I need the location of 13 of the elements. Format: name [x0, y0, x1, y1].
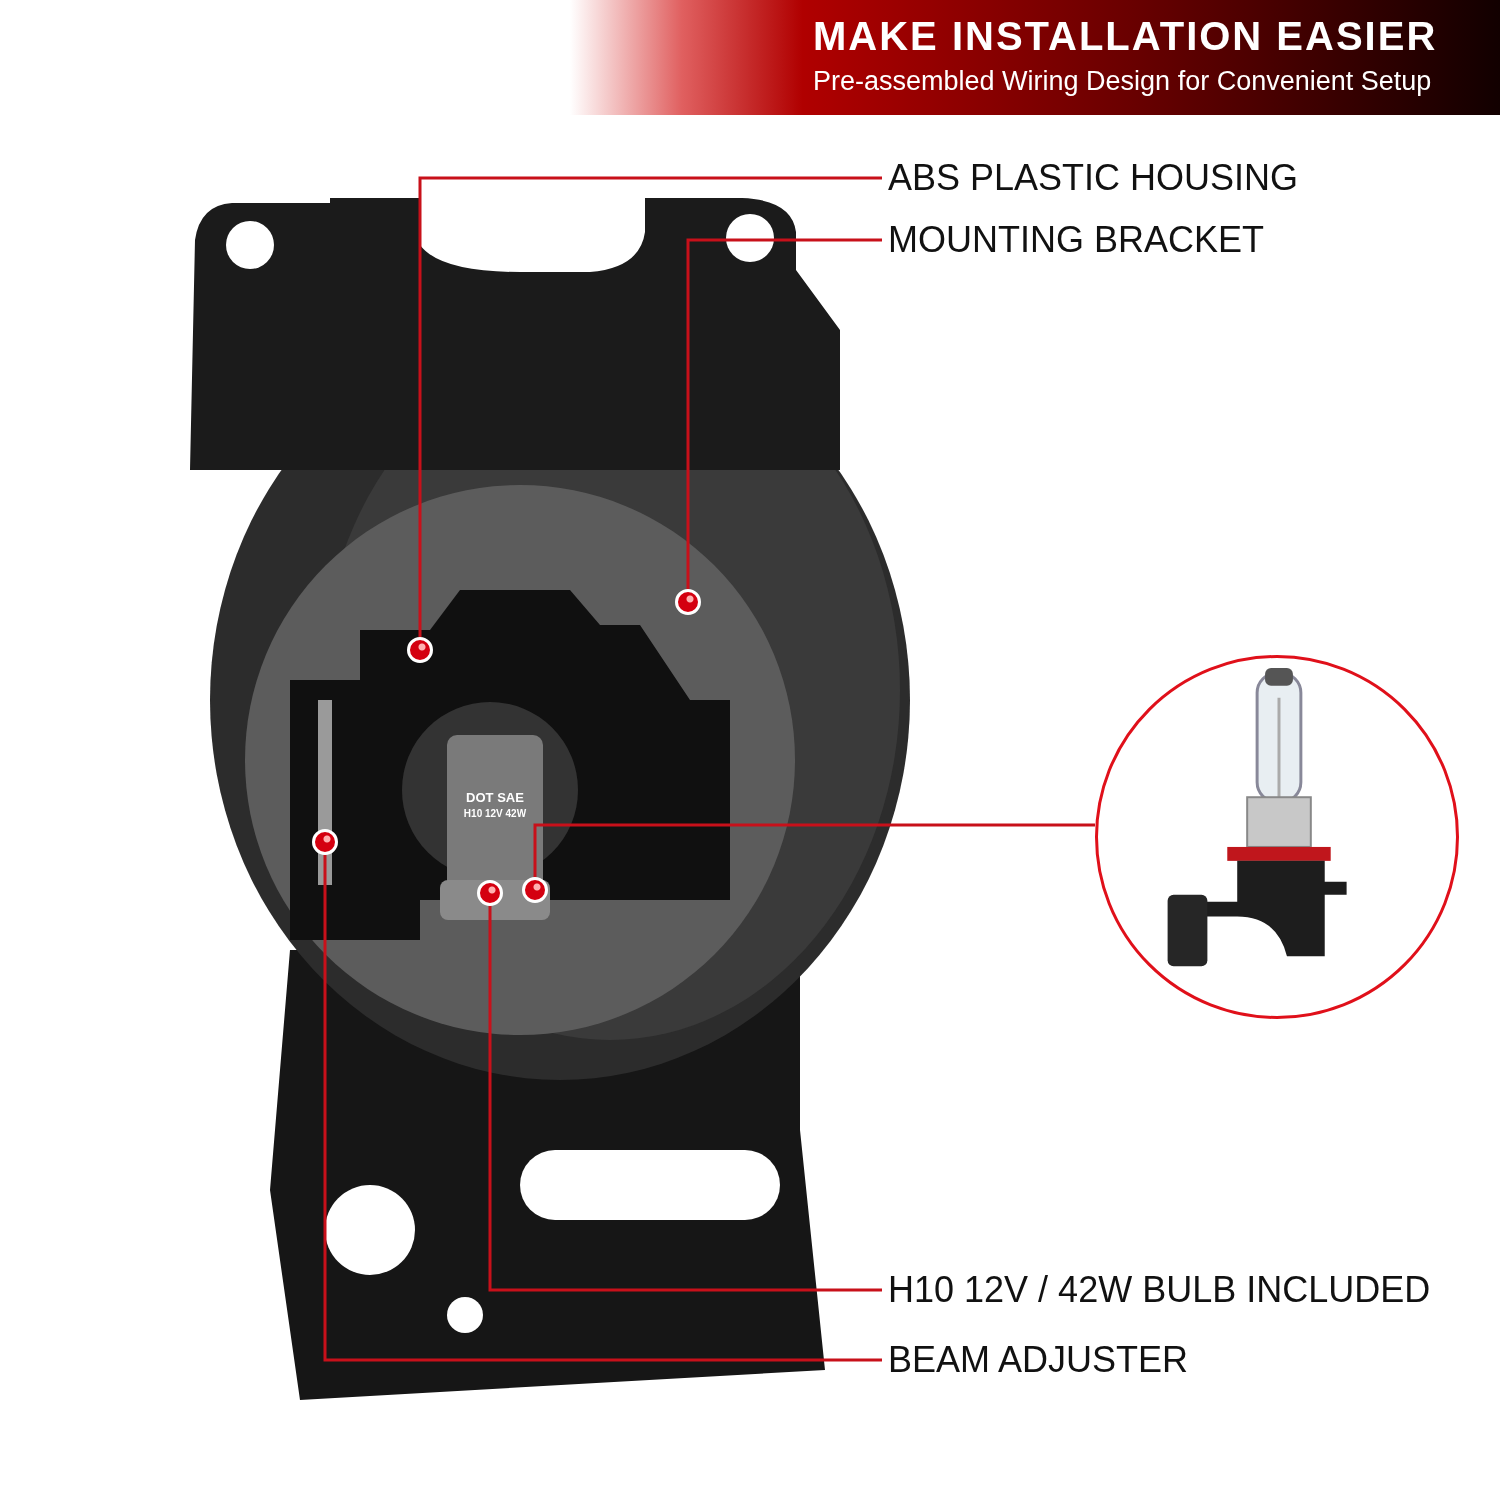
callout-label: MOUNTING BRACKET: [888, 218, 1264, 262]
banner-title: MAKE INSTALLATION EASIER: [813, 14, 1438, 59]
leader-line: [323, 855, 882, 1362]
leader-line: [418, 176, 882, 637]
leader-line: [533, 823, 1095, 877]
leader-line: [488, 906, 882, 1292]
callout-label: BEAM ADJUSTER: [888, 1338, 1189, 1382]
callout-label: H10 12V / 42W BULB INCLUDED: [888, 1268, 1431, 1312]
callout-label: ABS PLASTIC HOUSING: [888, 156, 1299, 200]
printed-marking: H10 12V 42W: [462, 808, 528, 819]
banner-subtitle: Pre-assembled Wiring Design for Convenient Setup: [813, 66, 1432, 97]
printed-marking: DOT SAE: [465, 790, 525, 805]
leader-line: [686, 238, 882, 589]
